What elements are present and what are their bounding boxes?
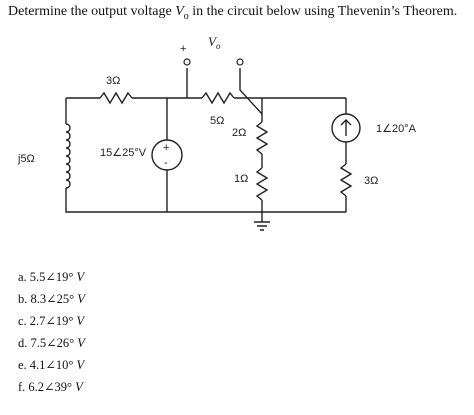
question-prefix: Determine the output voltage bbox=[8, 4, 176, 19]
label-current-source: 1∠20°A bbox=[376, 123, 417, 135]
label-3ohm-top: 3Ω bbox=[106, 75, 120, 87]
option-c[interactable]: c. 2.7∠19° V bbox=[18, 310, 85, 332]
label-voltage-source: 15∠25°V bbox=[100, 147, 147, 159]
answer-options: a. 5.5∠19° V b. 8.3∠25° V c. 2.7∠19° V d… bbox=[18, 266, 85, 398]
terminal-minus-node bbox=[236, 58, 244, 66]
option-b-unit: V bbox=[77, 292, 85, 306]
option-a[interactable]: a. 5.5∠19° V bbox=[18, 266, 85, 288]
inductor-j5ohm bbox=[65, 123, 71, 189]
question-suffix: in the circuit below using Thevenin’s Th… bbox=[188, 4, 458, 19]
option-c-text: c. 2.7∠19° bbox=[18, 314, 77, 328]
option-d[interactable]: d. 7.5∠26° V bbox=[18, 332, 85, 354]
output-label-sub: o bbox=[216, 41, 221, 51]
label-3ohm-right: 3Ω bbox=[364, 175, 378, 187]
option-a-unit: V bbox=[76, 270, 85, 284]
ground-symbol bbox=[254, 221, 270, 231]
option-c-unit: V bbox=[76, 314, 85, 328]
output-label-var: V bbox=[208, 34, 218, 49]
question-text: Determine the output voltage Vo in the c… bbox=[8, 4, 470, 22]
label-1ohm: 1Ω bbox=[234, 173, 248, 185]
output-label: Vo bbox=[208, 34, 221, 51]
label-j5ohm: j5Ω bbox=[17, 153, 35, 165]
vsource-minus-sign: - bbox=[164, 157, 168, 169]
option-f-text: f. 6.2∠39° bbox=[18, 380, 76, 394]
option-f[interactable]: f. 6.2∠39° V bbox=[18, 376, 85, 398]
resistor-5ohm bbox=[201, 91, 235, 105]
option-e-text: e. 4.1∠10° bbox=[18, 358, 77, 372]
resistor-2ohm bbox=[255, 121, 269, 155]
resistor-1ohm bbox=[255, 167, 269, 201]
isource-arrow bbox=[340, 119, 352, 136]
option-b-text: b. 8.3∠25° bbox=[18, 292, 78, 306]
option-f-unit: V bbox=[75, 380, 83, 394]
option-e-unit: V bbox=[76, 358, 85, 372]
option-e[interactable]: e. 4.1∠10° V bbox=[18, 354, 85, 376]
resistor-3ohm-right bbox=[339, 163, 353, 197]
question-variable-subscript: o bbox=[183, 10, 189, 22]
vsource-plus-sign: + bbox=[163, 142, 169, 154]
terminal-plus-label: + bbox=[180, 43, 186, 55]
terminal-minus-wire bbox=[239, 68, 263, 115]
option-d-text: d. 7.5∠26° bbox=[18, 336, 78, 350]
label-2ohm: 2Ω bbox=[232, 127, 246, 139]
terminal-plus-node bbox=[183, 58, 191, 66]
option-d-unit: V bbox=[77, 336, 85, 350]
question-variable: V bbox=[175, 4, 184, 19]
option-b[interactable]: b. 8.3∠25° V bbox=[18, 288, 85, 310]
left-wire-bottom bbox=[65, 188, 346, 213]
circuit-diagram: + - + Vo 3Ω 5Ω 2Ω 1Ω 3Ω j5Ω 15∠25°V 1∠20… bbox=[17, 34, 417, 231]
resistor-3ohm-top bbox=[99, 91, 133, 105]
option-a-text: a. 5.5∠19° bbox=[18, 270, 77, 284]
label-5ohm: 5Ω bbox=[210, 115, 224, 127]
